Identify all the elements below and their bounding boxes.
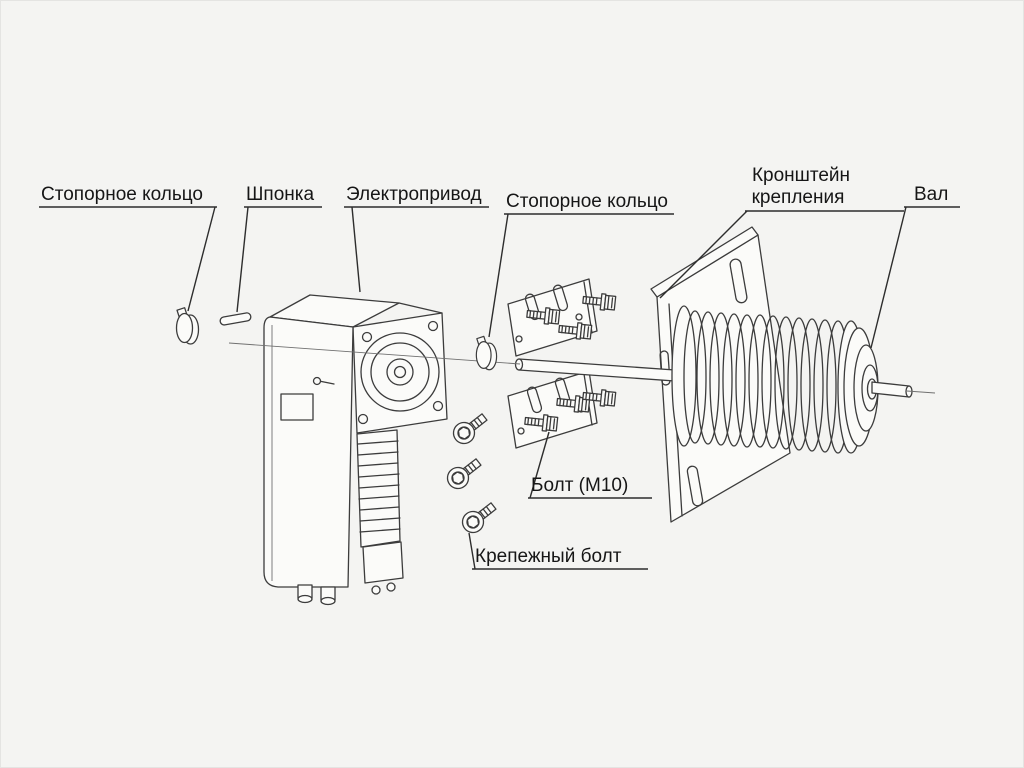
label-bolt-m10: Болт (М10) xyxy=(531,475,628,496)
center-axis-right xyxy=(906,390,936,394)
retaining-ring-left xyxy=(175,307,200,345)
part-labels: Стопорное кольцо Шпонка Электропривод Ст… xyxy=(41,165,948,567)
center-axis-left xyxy=(228,342,521,365)
label-ring-left: Стопорное кольцо xyxy=(41,184,203,205)
leader-mounting-bolt xyxy=(468,532,476,570)
shaft-stub xyxy=(871,381,913,398)
gear-face-outer xyxy=(360,332,440,412)
retaining-ring-right xyxy=(475,335,498,371)
leader-key xyxy=(236,206,249,313)
leader-drive xyxy=(351,206,361,293)
nameplate xyxy=(280,393,314,421)
label-ring-right: Стопорное кольцо xyxy=(506,191,668,212)
label-key: Шпонка xyxy=(246,184,314,205)
leader-bracket xyxy=(659,210,748,299)
label-shaft: Вал xyxy=(914,184,948,205)
torsion-spring xyxy=(671,305,850,454)
release-pin xyxy=(312,376,322,386)
key-pin xyxy=(219,312,252,326)
motor-ribbed-section xyxy=(356,429,401,548)
label-drive: Электропривод xyxy=(346,184,482,205)
label-bracket-line1: Кронштейн xyxy=(752,165,850,186)
electric-drive xyxy=(263,294,448,606)
leader-shaft xyxy=(870,206,907,349)
junction-box xyxy=(362,541,404,584)
leader-bolt-m10 xyxy=(529,431,550,499)
mounting-bolts xyxy=(442,408,501,538)
leader-ring-left xyxy=(187,206,216,312)
leader-ring-right xyxy=(488,213,509,338)
label-mounting-bolt: Крепежный болт xyxy=(475,546,622,567)
winding-cone xyxy=(837,320,879,454)
label-bracket-line2: крепления xyxy=(752,187,845,208)
leader-lines xyxy=(39,206,960,570)
